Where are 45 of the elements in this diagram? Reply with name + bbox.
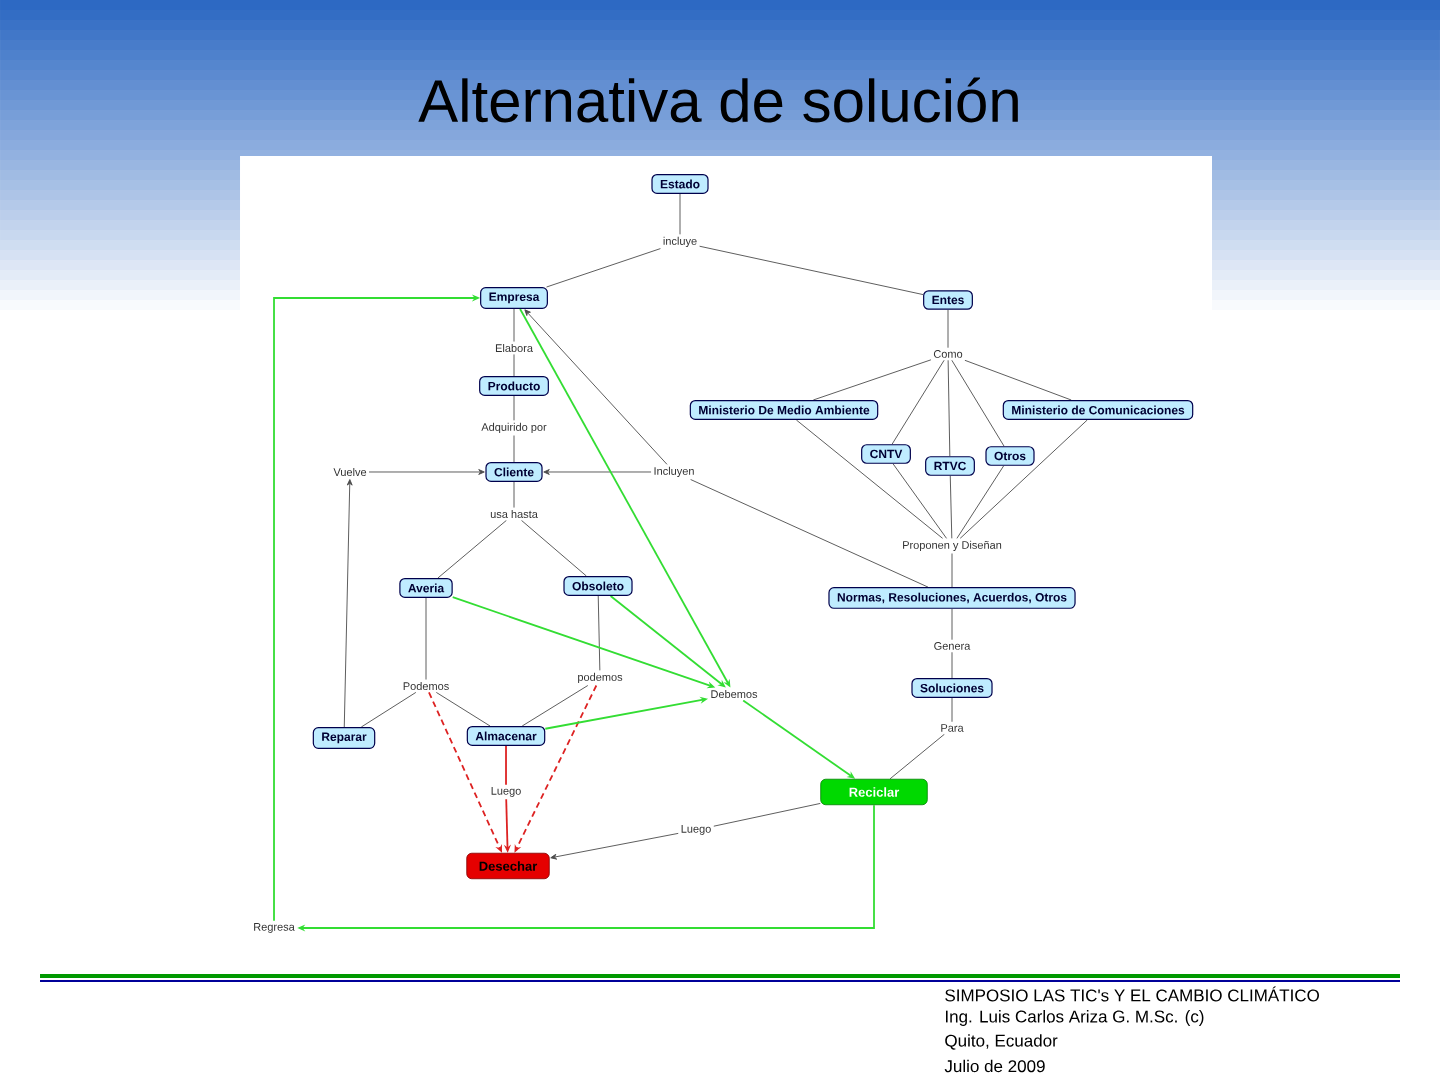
connector-line <box>435 691 491 727</box>
footer-text: Quito, Ecuador <box>945 1034 1058 1050</box>
connector-line <box>513 481 515 508</box>
connector-line <box>521 519 587 577</box>
arrow <box>524 309 668 465</box>
connector-line <box>889 733 945 780</box>
connector-line <box>546 248 661 288</box>
connector-line <box>951 608 953 641</box>
connector-line <box>964 359 1072 401</box>
connector-line <box>513 435 515 463</box>
connector-line <box>795 419 944 539</box>
connector-line <box>951 651 953 679</box>
connector-line <box>699 245 924 296</box>
arrow <box>343 479 353 728</box>
connector-line <box>505 745 507 786</box>
connector-line <box>513 395 515 421</box>
connector-line <box>812 359 932 401</box>
connector-line <box>690 479 929 588</box>
connector-line <box>951 553 953 588</box>
connector-line <box>951 359 1005 447</box>
connector-line <box>521 685 589 727</box>
connector-line <box>956 465 1005 539</box>
slide-title: Alternativa de solución <box>418 77 1018 123</box>
connector-line <box>892 463 948 539</box>
footer-text: Julio de 2009 <box>944 1059 1045 1073</box>
connector-line <box>597 595 601 671</box>
connector-line <box>513 308 515 342</box>
connector-line <box>713 803 821 827</box>
connector-line <box>891 359 945 445</box>
arrow <box>550 832 679 860</box>
connector-line <box>437 519 507 579</box>
arrow <box>543 469 652 475</box>
footer-text: SIMPOSIO LAS TIC's Y EL CAMBIO CLIMÁTICO <box>945 986 1319 1002</box>
arrow <box>609 595 726 688</box>
connector-line <box>679 193 681 235</box>
connector-line <box>513 354 515 377</box>
connector-line <box>951 697 953 723</box>
arrow <box>368 469 485 475</box>
connector-line <box>425 597 427 680</box>
connector-line <box>947 359 951 457</box>
footer-text: Ing. Luis Carlos Ariza G. M.Sc. (c) <box>946 1010 1204 1026</box>
connector-line <box>947 309 949 349</box>
connector-line <box>959 419 1088 539</box>
connector-line <box>949 475 953 539</box>
connector-line <box>360 691 417 728</box>
